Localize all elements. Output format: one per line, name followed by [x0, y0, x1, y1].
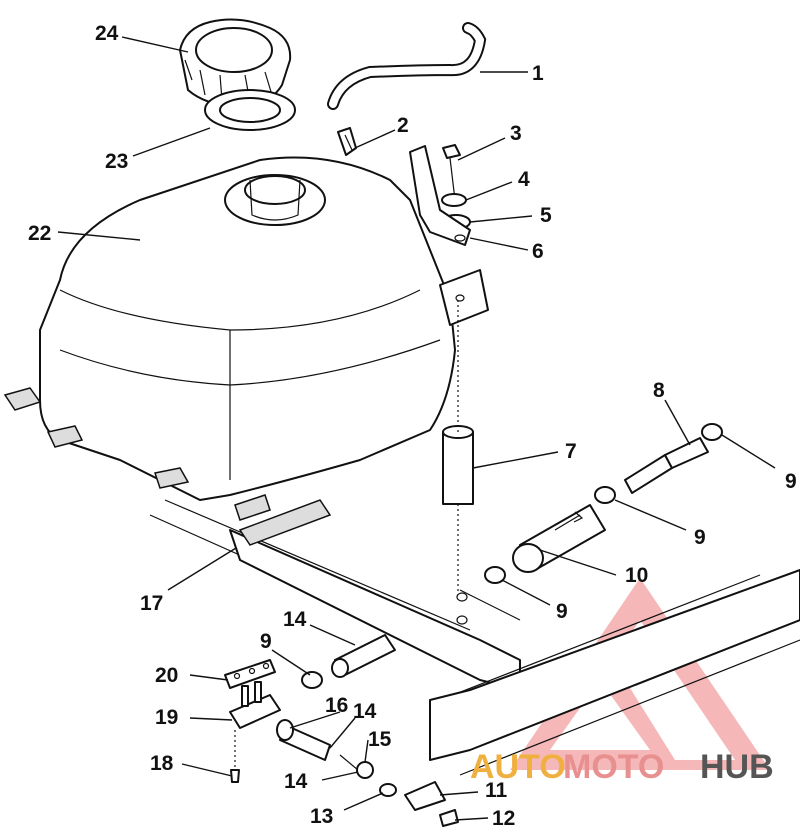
callout-20: 20	[155, 664, 178, 687]
callout-10: 10	[625, 564, 648, 587]
callout-1: 1	[532, 62, 544, 85]
leader-lines	[57, 36, 776, 821]
vent-hose	[327, 22, 487, 110]
frame-rails	[149, 499, 800, 776]
watermark-text: AUTO MOTO HUB	[470, 748, 774, 786]
callout-9-c: 9	[556, 600, 568, 623]
callout-16: 16	[325, 694, 348, 717]
callout-5: 5	[540, 204, 552, 227]
watermark-auto: AUTO	[470, 748, 566, 786]
callout-13: 13	[310, 805, 333, 828]
watermark-hub: HUB	[700, 748, 774, 786]
fuel-cap	[179, 18, 292, 109]
callout-11: 11	[485, 779, 508, 802]
callout-8: 8	[653, 379, 665, 402]
callout-24: 24	[95, 22, 119, 45]
callout-7: 7	[565, 440, 577, 463]
spacer	[442, 300, 474, 595]
callout-23: 23	[105, 150, 128, 173]
vent-fitting	[337, 127, 357, 156]
callout-21: 17	[140, 592, 163, 615]
cap-gasket	[204, 89, 296, 131]
fuel-filter	[484, 504, 606, 584]
callout-18: 18	[150, 752, 174, 775]
callout-22: 22	[28, 222, 51, 245]
callout-14-a: 14	[353, 700, 377, 723]
callout-9-d: 9	[260, 630, 272, 653]
callout-9-a: 9	[785, 470, 797, 493]
callout-12: 12	[492, 807, 515, 828]
watermark-moto: MOTO	[563, 748, 664, 786]
petcock-assembly	[224, 659, 281, 783]
callout-2: 2	[397, 114, 409, 137]
callout-19: 19	[155, 706, 178, 729]
callout-15: 15	[368, 728, 392, 751]
tank-pad	[234, 494, 332, 546]
callout-4: 4	[518, 168, 530, 191]
callout-3: 3	[510, 122, 522, 145]
valve-parts	[276, 719, 459, 827]
callout-14-b: 14	[284, 770, 308, 793]
fuel-line-upper	[594, 423, 723, 504]
fuel-line-lower	[301, 634, 396, 689]
fuel-tank	[3, 156, 489, 501]
callout-17: 14	[283, 608, 307, 631]
callout-6: 6	[532, 240, 544, 263]
callout-9-b: 9	[694, 526, 706, 549]
callout-labels: 24 23 22 1 2 3 4 5 6 7 8 9 9 10 9 17 14 …	[28, 22, 797, 828]
